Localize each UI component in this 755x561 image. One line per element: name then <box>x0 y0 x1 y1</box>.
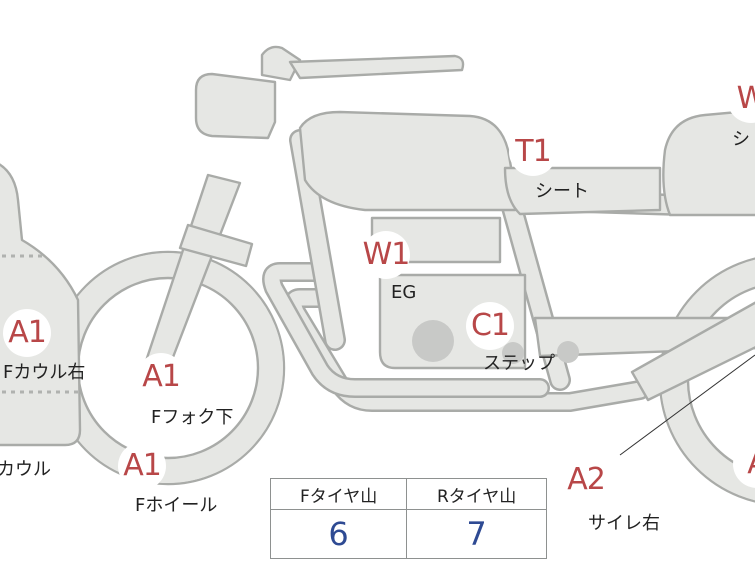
rear-shock <box>630 301 755 402</box>
tire-tread-table: Fタイヤ山 Rタイヤ山 6 7 <box>269 478 547 559</box>
value-front-tire: 6 <box>269 509 408 559</box>
front-cowl <box>0 163 82 447</box>
table-row: 6 7 <box>269 509 547 559</box>
marker-label-step: ステップ <box>483 353 555 374</box>
marker-label-eg: EG <box>391 282 417 303</box>
marker-code-a1-fork: A1 <box>137 353 185 401</box>
marker-code-w1: W1 <box>362 231 410 279</box>
seat <box>503 166 662 216</box>
fork-clamp <box>178 223 254 268</box>
leader-line <box>619 354 755 456</box>
fuel-tank <box>298 110 517 212</box>
marker-code-a1-cowl: A1 <box>3 309 51 357</box>
marker-label-front-cowl-right: Fカウル右 <box>3 362 86 383</box>
marker-code-a-right: A <box>733 440 755 488</box>
marker-code-a1-wheel: A1 <box>118 442 166 490</box>
header-front-tire: Fタイヤ山 <box>269 478 408 510</box>
header-rear-tire: Rタイヤ山 <box>406 478 547 510</box>
marker-code-c1: C1 <box>466 302 514 350</box>
marker-code-a2: A2 <box>562 456 610 504</box>
table-header-row: Fタイヤ山 Rタイヤ山 <box>269 478 547 510</box>
marker-label-right-partial: シ <box>732 129 750 150</box>
handlebar <box>260 45 465 82</box>
exhaust-pipes <box>262 262 650 412</box>
marker-code-t1: T1 <box>509 128 557 176</box>
marker-label-front-fork-lower: Fフォク下 <box>151 407 234 428</box>
value-rear-tire: 7 <box>406 509 547 559</box>
marker-label-front-wheel: Fホイール <box>135 495 218 516</box>
marker-label-cowl: カウル <box>0 459 51 480</box>
headlight <box>194 72 277 140</box>
marker-label-seat: シート <box>535 181 589 202</box>
rear-cowl <box>662 109 755 217</box>
marker-label-silencer-right: サイレ右 <box>588 513 660 534</box>
